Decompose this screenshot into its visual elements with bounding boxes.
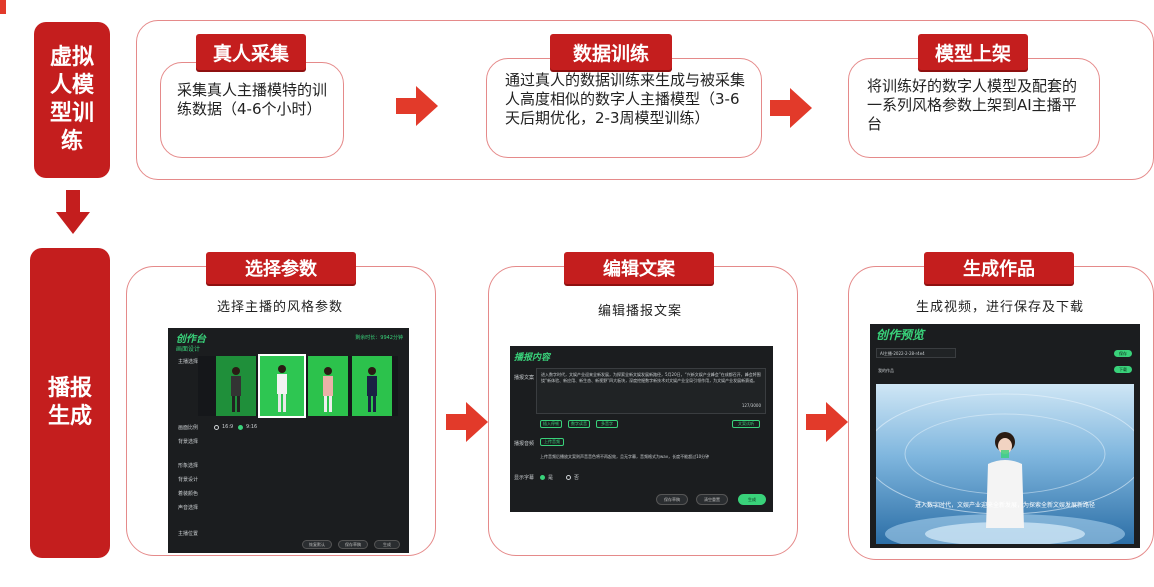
params-screenshot: 创作台 剩余时长：9942分钟 画面设计 主播选择 画面比例 16:9 9:16… bbox=[168, 328, 409, 553]
step-tag-output-label: 生成作品 bbox=[963, 259, 1035, 280]
generate-button[interactable]: 生成 bbox=[738, 494, 766, 505]
filename-field[interactable]: AI主播-2022-2-28-r4e4 bbox=[876, 348, 956, 358]
step-tag-publish-label: 模型上架 bbox=[934, 42, 1011, 65]
video-frame[interactable]: 进入数字时代，文娱产业迎来全新发展，为探索全新文娱发展新路径 bbox=[876, 384, 1134, 544]
subtitle-yes: 是 bbox=[548, 475, 554, 481]
generate-button[interactable]: 生成 bbox=[374, 540, 400, 549]
params-remaining: 剩余时长：9942分钟 bbox=[355, 335, 403, 341]
corner-accent bbox=[0, 0, 6, 14]
anchor-figure-icon bbox=[323, 367, 333, 412]
anchor-carousel[interactable] bbox=[198, 354, 398, 418]
anchor-figure-icon bbox=[986, 432, 1024, 528]
params-row-label: 着装颜色 bbox=[178, 491, 199, 497]
anchor-figure-icon bbox=[367, 367, 377, 412]
step-tag-publish: 模型上架 bbox=[918, 34, 1028, 70]
ratio-option: 16:9 bbox=[222, 424, 234, 430]
side-label-training: 虚拟人模型训练 bbox=[34, 22, 110, 178]
step-tag-collect-label: 真人采集 bbox=[212, 42, 289, 65]
side-label-training-text: 虚拟人模型训练 bbox=[49, 45, 94, 154]
save-button[interactable]: 保存 bbox=[1114, 350, 1132, 357]
step-tag-collect: 真人采集 bbox=[196, 34, 306, 70]
subtitle-no: 否 bbox=[574, 475, 580, 481]
save-draft-button[interactable]: 保存草稿 bbox=[656, 494, 688, 505]
step-box-collect: 采集真人主播模特的训练数据（4-6个小时） bbox=[160, 62, 344, 158]
audio-label: 播报音频 bbox=[514, 441, 535, 447]
params-row-label: 主播选择 bbox=[178, 359, 199, 365]
step-tag-output: 生成作品 bbox=[924, 252, 1074, 284]
step-tag-train-label: 数据训练 bbox=[572, 42, 649, 65]
anchor-figure-icon bbox=[231, 367, 241, 412]
script-body: 进入数字时代，文娱产业迎来全新发展，为探索全新文娱发展新路径，5月20日，“兴新… bbox=[541, 372, 761, 383]
side-label-broadcast: 播报生成 bbox=[30, 248, 110, 558]
step-tag-train: 数据训练 bbox=[550, 34, 672, 70]
subtitle-yes-radio[interactable] bbox=[540, 475, 545, 480]
script-textarea[interactable]: 进入数字时代，文娱产业迎来全新发展，为探索全新文娱发展新路径，5月20日，“兴新… bbox=[536, 368, 766, 414]
params-row-label: 背景设计 bbox=[178, 477, 199, 483]
params-row-label: 形象选择 bbox=[178, 463, 199, 469]
ratio-radio[interactable] bbox=[238, 425, 243, 430]
upload-audio-button[interactable]: 上传音频 bbox=[540, 438, 564, 446]
subtitle-label: 显示字幕 bbox=[514, 475, 535, 481]
save-draft-button[interactable]: 保存草稿 bbox=[338, 540, 368, 549]
script-field-label: 播报文案 bbox=[514, 375, 535, 381]
arrow-right-icon bbox=[396, 86, 438, 126]
script-screen-title: 播报内容 bbox=[514, 353, 551, 363]
params-row-label: 背景选择 bbox=[178, 439, 199, 445]
globe-background-icon bbox=[876, 393, 1134, 544]
panel-subtitle-script: 编辑播报文案 bbox=[597, 304, 682, 319]
step-tag-params-label: 选择参数 bbox=[245, 259, 317, 280]
preview-audio-button[interactable]: 文案试听 bbox=[732, 420, 760, 428]
step-tag-params: 选择参数 bbox=[206, 252, 356, 284]
clear-reset-button[interactable]: 清空重置 bbox=[696, 494, 728, 505]
arrow-right-icon bbox=[806, 402, 848, 442]
insert-pause-button[interactable]: 插入停顿 bbox=[540, 420, 562, 428]
anchor-figure-icon bbox=[277, 365, 287, 412]
side-label-broadcast-text: 播报生成 bbox=[47, 376, 92, 429]
script-screenshot: 播报内容 播报文案 进入数字时代，文娱产业迎来全新发展，为探索全新文娱发展新路径… bbox=[510, 346, 773, 512]
video-caption: 进入数字时代，文娱产业迎来全新发展，为探索全新文娱发展新路径 bbox=[914, 502, 1095, 509]
number-reading-button[interactable]: 数字读音 bbox=[568, 420, 590, 428]
step-tag-script-label: 编辑文案 bbox=[603, 259, 675, 280]
step-tag-script: 编辑文案 bbox=[564, 252, 714, 284]
preview-screen-title: 创作预览 bbox=[876, 328, 925, 342]
step-text-publish: 将训练好的数字人模型及配套的一系列风格参数上架到AI主播平台 bbox=[867, 77, 1078, 133]
ratio-option: 9:16 bbox=[246, 424, 258, 430]
params-row-label: 画面比例 bbox=[178, 425, 199, 431]
subtitle-no-radio[interactable] bbox=[566, 475, 571, 480]
filename-text: AI主播-2022-2-28-r4e4 bbox=[880, 351, 925, 356]
step-box-train: 通过真人的数据训练来生成与被采集人高度相似的数字人主播模型（3-6天后期优化，2… bbox=[486, 58, 762, 158]
reset-button[interactable]: 恢复默认 bbox=[302, 540, 332, 549]
params-screen-title: 创作台 bbox=[176, 334, 206, 345]
params-tab: 画面设计 bbox=[176, 346, 201, 353]
works-select[interactable]: 我的作品 bbox=[878, 368, 894, 373]
panel-subtitle-params: 选择主播的风格参数 bbox=[216, 300, 343, 315]
panel-subtitle-output: 生成视频，进行保存及下载 bbox=[915, 300, 1084, 315]
download-button[interactable]: 下载 bbox=[1114, 366, 1132, 373]
step-box-publish: 将训练好的数字人模型及配套的一系列风格参数上架到AI主播平台 bbox=[848, 58, 1100, 158]
arrow-right-icon bbox=[446, 402, 488, 442]
polyphone-button[interactable]: 多音字 bbox=[596, 420, 618, 428]
preview-screenshot: 创作预览 AI主播-2022-2-28-r4e4 我的作品 保存 下载 进入数字… bbox=[870, 324, 1140, 548]
char-counter: 127/3000 bbox=[741, 403, 761, 408]
step-text-train: 通过真人的数据训练来生成与被采集人高度相似的数字人主播模型（3-6天后期优化，2… bbox=[505, 71, 746, 127]
step-text-collect: 采集真人主播模特的训练数据（4-6个小时） bbox=[177, 81, 328, 118]
params-row-label: 声音选择 bbox=[178, 505, 199, 511]
audio-hint: 上传音频后播放文案则声音音色将不再起效，且无字幕，音频格式为wav，长度不能超过… bbox=[540, 454, 710, 459]
ratio-radio[interactable] bbox=[214, 425, 219, 430]
params-row-label: 主播位置 bbox=[178, 531, 199, 537]
arrow-right-icon bbox=[770, 88, 812, 128]
down-arrow-icon bbox=[56, 190, 90, 234]
